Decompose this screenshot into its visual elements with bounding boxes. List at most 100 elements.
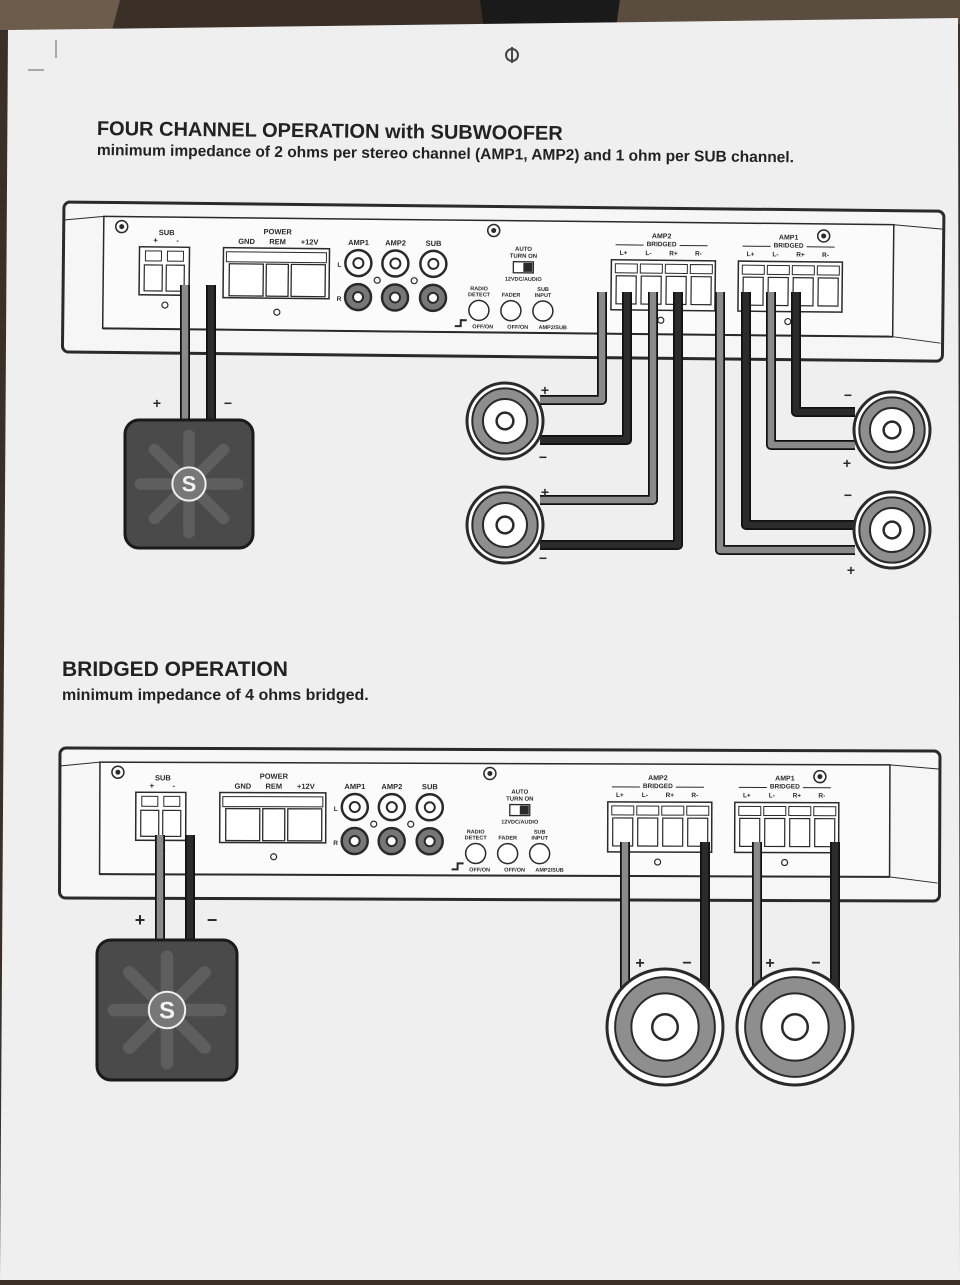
terminal-label: R+	[669, 250, 678, 257]
v12-label: +12V	[297, 782, 315, 791]
off-on-label: OFF/ON	[504, 868, 525, 874]
terminal-screw	[817, 266, 839, 275]
terminal-port	[638, 818, 658, 846]
terminal-label: R-	[695, 251, 702, 258]
terminal-screw	[142, 796, 158, 806]
turn-on-label: TURN ON	[510, 254, 537, 260]
terminal-label: R-	[822, 252, 829, 259]
power-screws	[223, 797, 323, 807]
screw-icon	[817, 774, 822, 779]
terminal-screw	[615, 264, 637, 273]
v12-label: +12V	[301, 237, 319, 246]
knob	[469, 300, 489, 320]
terminal-port	[663, 818, 683, 846]
terminal-port	[790, 819, 810, 847]
v12-port	[288, 809, 322, 841]
rca-left-label: L	[337, 262, 341, 269]
power-label: POWER	[263, 227, 292, 236]
sub-minus-label: -	[176, 236, 179, 245]
rca-label: AMP2	[385, 238, 406, 247]
rca-label: AMP1	[344, 782, 365, 791]
bridged-label: BRIDGED	[774, 242, 804, 249]
gnd-port	[226, 809, 260, 841]
bridged-sub-minus-sign: −	[207, 910, 218, 930]
spk-plus-sign: +	[843, 455, 851, 471]
four-channel-title: FOUR CHANNEL OPERATION with SUBWOOFER	[97, 118, 563, 146]
bridged-subtitle: minimum impedance of 4 ohms bridged.	[62, 687, 369, 705]
rem-port	[266, 264, 288, 296]
speaker-dustcap	[497, 413, 514, 430]
knob	[466, 843, 486, 863]
knob	[498, 844, 518, 864]
sub-terminal-label: SUB	[155, 773, 171, 782]
fader-label: FADER	[502, 293, 521, 299]
terminal-label: R+	[793, 793, 802, 800]
rca-jack-right	[425, 836, 435, 846]
screw-icon	[487, 771, 492, 776]
terminal-screw	[637, 806, 659, 815]
terminal-screw	[792, 266, 814, 275]
speaker-amp2-right	[467, 487, 543, 563]
knob	[533, 301, 553, 321]
gnd-label: GND	[238, 237, 255, 246]
terminal-screw	[640, 264, 662, 273]
sub-logo: S	[159, 997, 175, 1024]
sub-plus-sign: +	[153, 395, 161, 411]
off-on-label: OFF/ON	[469, 867, 490, 873]
terminal-screw	[690, 265, 712, 274]
rca-jack-left	[390, 258, 400, 268]
speaker-amp1-left	[854, 492, 930, 568]
detect-label: DETECT	[465, 835, 488, 841]
knob	[501, 301, 521, 321]
speaker-amp2-left	[467, 383, 543, 459]
terminal-port	[765, 818, 785, 846]
terminal-screw	[764, 806, 786, 815]
rca-label: SUB	[422, 782, 438, 791]
terminal-screw	[687, 806, 709, 815]
rca-jack-left	[353, 258, 363, 268]
speaker-bridged-amp2	[607, 969, 723, 1085]
rca-right-label: R	[337, 296, 342, 303]
sub-plus-label: +	[153, 236, 158, 245]
block-title: AMP2	[648, 775, 668, 782]
input-label: INPUT	[535, 293, 552, 299]
v12-port	[291, 264, 325, 296]
auto-label: AUTO	[515, 247, 532, 253]
table-edge	[0, 0, 120, 30]
terminal-label: L-	[772, 251, 778, 258]
terminal-label: L+	[747, 251, 755, 258]
terminal-port	[141, 810, 159, 836]
bridged-spk-minus-sign: −	[682, 955, 691, 972]
input-label: INPUT	[531, 836, 548, 842]
terminal-screw	[665, 264, 687, 273]
rca-jack-right	[428, 293, 438, 303]
terminal-port	[691, 277, 711, 305]
amp2-sub-label: AMP2/SUB	[538, 325, 567, 331]
terminal-port	[613, 818, 633, 846]
bridged-label: BRIDGED	[647, 241, 677, 248]
gnd-label: GND	[235, 782, 252, 791]
terminal-label: R-	[818, 793, 825, 800]
bridged-spk-plus-sign: +	[765, 955, 774, 972]
terminal-screw	[789, 807, 811, 816]
terminal-screw	[662, 806, 684, 815]
fader-label: FADER	[498, 836, 517, 842]
terminal-label: R-	[691, 792, 698, 799]
rem-label: REM	[266, 782, 283, 791]
bridged-spk-plus-sign: +	[635, 955, 644, 972]
knob	[530, 844, 550, 864]
spk-minus-sign: −	[539, 449, 547, 465]
turn-on-label: TURN ON	[506, 797, 533, 803]
bridged-spk-minus-sign: −	[811, 955, 820, 972]
rca-jack-right	[387, 836, 397, 846]
subwoofer-four-channel: S	[125, 420, 253, 548]
rca-label: SUB	[426, 239, 443, 248]
terminal-screw	[145, 251, 161, 261]
terminal-screw	[814, 807, 836, 816]
amp2-sub-label: AMP2/SUB	[535, 868, 563, 874]
sub-terminal-label: SUB	[159, 228, 176, 237]
block-title: AMP2	[652, 233, 672, 240]
